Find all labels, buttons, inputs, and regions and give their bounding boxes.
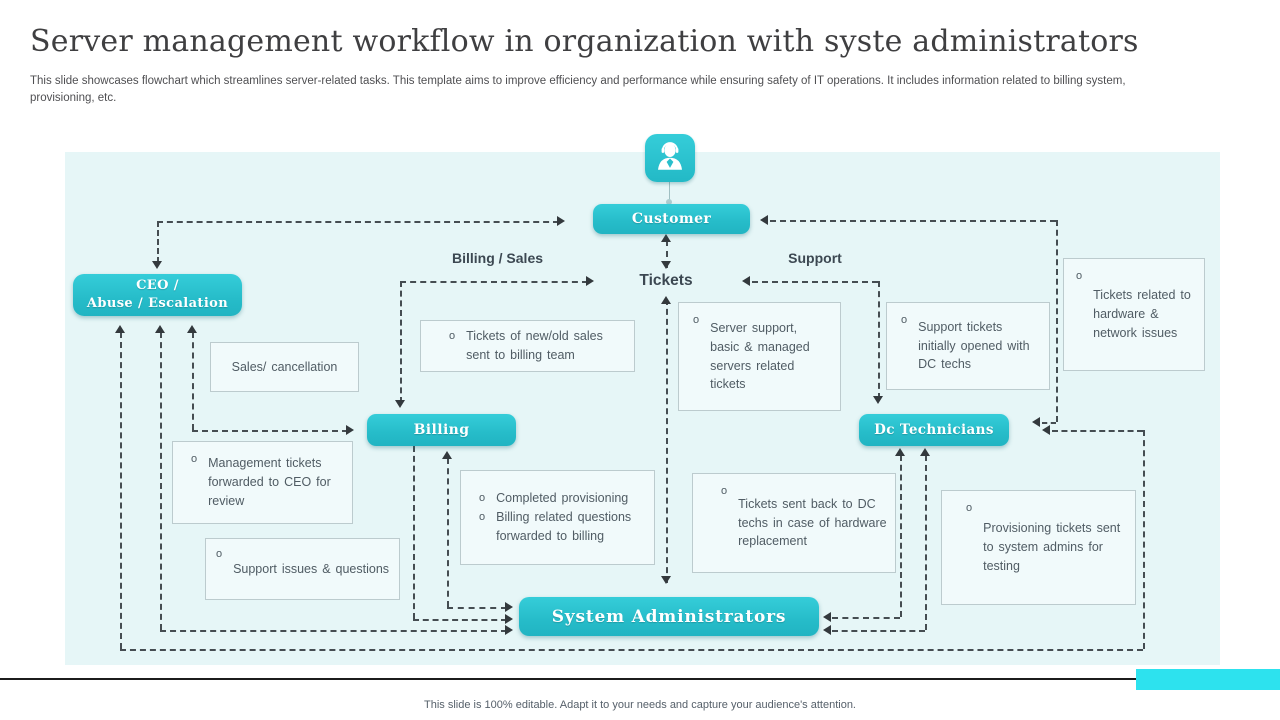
connector-segment xyxy=(120,649,1143,651)
note-sales-cancellation: Sales/ cancellation xyxy=(210,342,359,392)
arrowhead xyxy=(505,614,513,624)
connector-segment xyxy=(666,299,668,583)
arrowhead xyxy=(920,448,930,456)
connector-segment xyxy=(157,221,559,223)
arrowhead xyxy=(155,325,165,333)
note-provisioning-tickets: o Provisioning tickets sent to system ad… xyxy=(941,490,1136,605)
connector-segment xyxy=(900,455,902,617)
arrowhead xyxy=(152,261,162,269)
connector-segment xyxy=(160,332,162,630)
node-sysadmin-label: System Administrators xyxy=(551,606,787,627)
arrowhead xyxy=(505,602,513,612)
flow-label-support: Support xyxy=(788,250,842,266)
note-support-tickets-dc: o Support tickets initially opened with … xyxy=(886,302,1050,390)
connector-segment xyxy=(400,281,588,283)
connector-segment xyxy=(1056,220,1058,422)
connector-segment xyxy=(770,220,1056,222)
arrowhead xyxy=(895,448,905,456)
connector-segment xyxy=(192,332,194,430)
arrowhead xyxy=(661,576,671,584)
arrowhead xyxy=(557,216,565,226)
connector-segment xyxy=(832,630,925,632)
person-headset-icon xyxy=(652,138,688,178)
node-system-administrators[interactable]: System Administrators xyxy=(519,597,819,636)
arrowhead xyxy=(187,325,197,333)
flow-label-tickets: Tickets xyxy=(639,272,693,289)
arrowhead xyxy=(1042,425,1050,435)
node-customer-label: Customer xyxy=(631,211,712,227)
note-tickets-sent-back: o Tickets sent back to DC techs in case … xyxy=(692,473,896,573)
connector-segment xyxy=(157,221,159,263)
connector-segment xyxy=(1143,430,1145,649)
connector-segment xyxy=(1042,422,1056,424)
note-hardware-network: o Tickets related to hardware & network … xyxy=(1063,258,1205,371)
icon-connector-line xyxy=(669,182,670,202)
diagram-canvas xyxy=(65,152,1220,665)
arrowhead xyxy=(586,276,594,286)
node-dc-label: Dc Technicians xyxy=(874,422,994,438)
node-billing-label: Billing xyxy=(413,422,470,438)
arrowhead xyxy=(742,276,750,286)
connector-segment xyxy=(878,281,880,399)
note-new-old-sales: o Tickets of new/old sales sent to billi… xyxy=(420,320,635,372)
connector-segment xyxy=(120,332,122,649)
connector-segment xyxy=(752,281,878,283)
arrowhead xyxy=(661,296,671,304)
connector-segment xyxy=(925,455,927,630)
node-dc-technicians[interactable]: Dc Technicians xyxy=(859,414,1009,446)
node-customer[interactable]: Customer xyxy=(593,204,750,234)
footer-divider xyxy=(0,678,1280,680)
footer-note: This slide is 100% editable. Adapt it to… xyxy=(424,699,856,711)
note-management-tickets: o Management tickets forwarded to CEO fo… xyxy=(172,441,353,524)
node-billing[interactable]: Billing xyxy=(367,414,516,446)
node-ceo-abuse-escalation[interactable]: CEO /Abuse / Escalation xyxy=(73,274,242,316)
arrowhead xyxy=(823,625,831,635)
connector-segment xyxy=(1052,430,1143,432)
note-server-support: o Server support, basic & managed server… xyxy=(678,302,841,411)
arrowhead xyxy=(346,425,354,435)
connector-segment xyxy=(400,281,402,403)
note-support-issues: o Support issues & questions xyxy=(205,538,400,600)
arrowhead xyxy=(661,234,671,242)
connector-segment xyxy=(413,619,507,621)
slide-description: This slide showcases flowchart which str… xyxy=(30,75,1126,104)
arrowhead xyxy=(395,400,405,408)
connector-segment xyxy=(832,617,900,619)
arrowhead xyxy=(823,612,831,622)
arrowhead xyxy=(1032,417,1040,427)
connector-dot xyxy=(666,199,672,205)
page-title: Server management workflow in organizati… xyxy=(30,24,1139,59)
arrowhead xyxy=(115,325,125,333)
footer-accent-bar xyxy=(1136,669,1280,690)
flow-label-billing-sales: Billing / Sales xyxy=(451,250,544,266)
arrowhead xyxy=(873,396,883,404)
connector-segment xyxy=(666,240,668,268)
arrowhead xyxy=(760,215,768,225)
arrowhead xyxy=(505,625,513,635)
connector-segment xyxy=(413,446,415,619)
connector-segment xyxy=(447,458,449,607)
arrowhead xyxy=(442,451,452,459)
node-ceo-label: CEO /Abuse / Escalation xyxy=(86,278,229,311)
connector-segment xyxy=(447,607,507,609)
connector-segment xyxy=(192,430,348,432)
arrowhead xyxy=(661,261,671,269)
connector-segment xyxy=(160,630,507,632)
customer-avatar-tile xyxy=(645,134,695,182)
